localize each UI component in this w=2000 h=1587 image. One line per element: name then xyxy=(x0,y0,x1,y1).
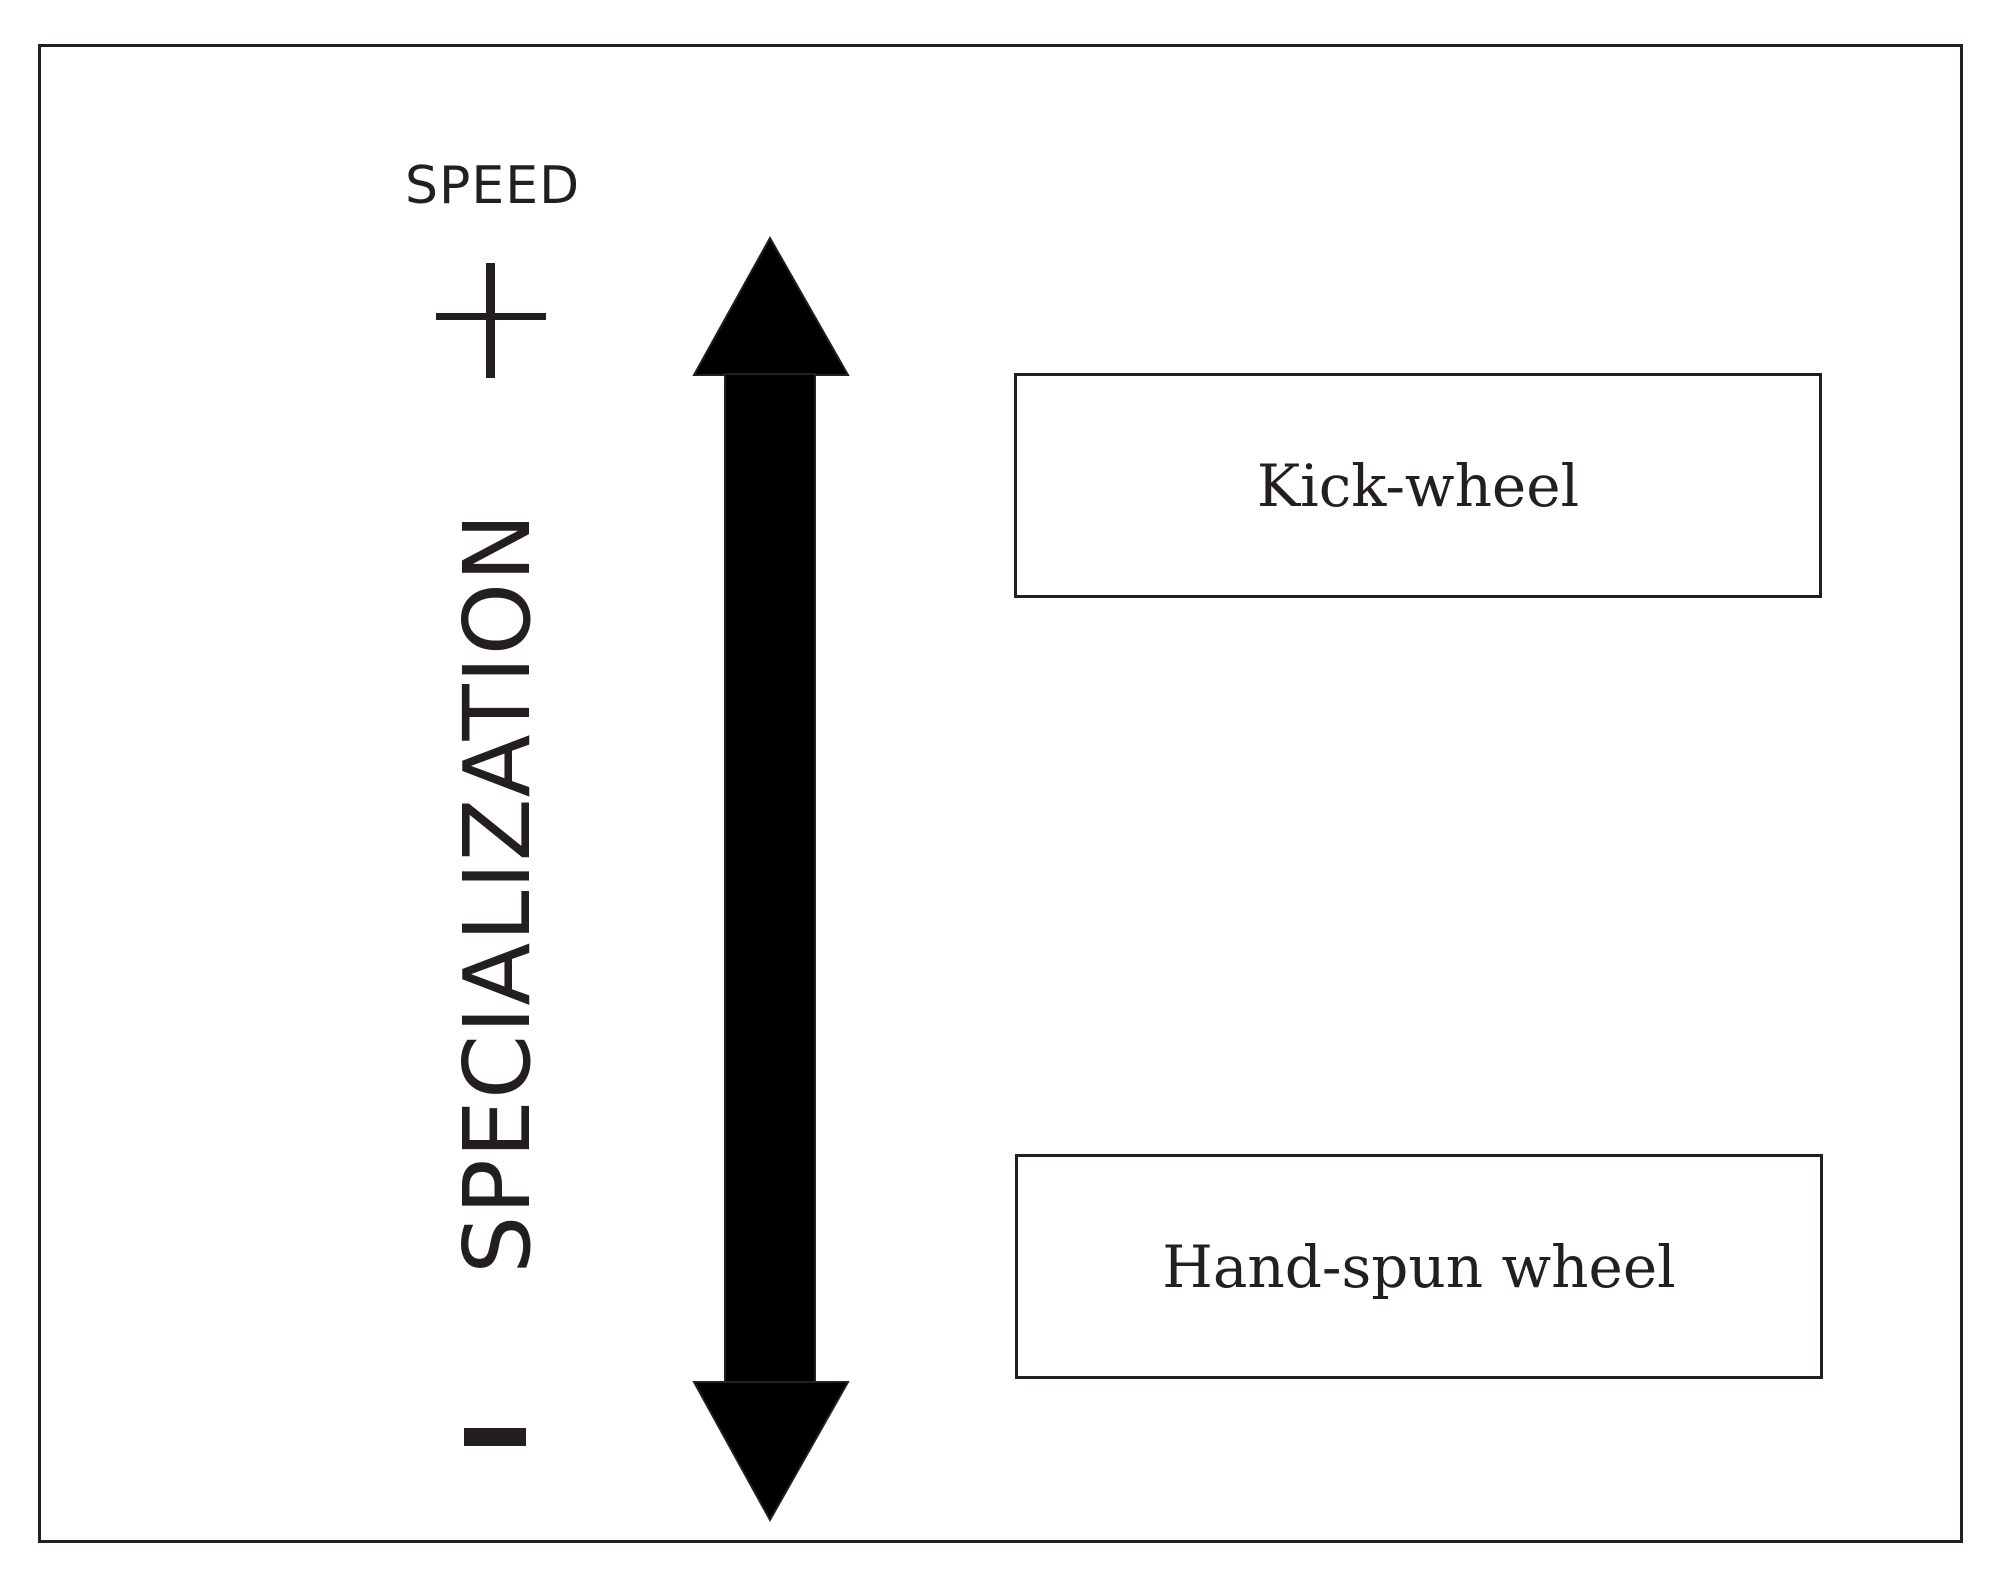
stage-box-kick-wheel: Kick-wheel xyxy=(1014,373,1822,598)
diagram-frame xyxy=(38,44,1963,1543)
stage-label: Hand-spun wheel xyxy=(1162,1232,1676,1301)
specialization-axis-title: SPECIALIZATION xyxy=(444,511,551,1275)
minus-marker-icon xyxy=(464,1428,526,1446)
stage-label: Kick-wheel xyxy=(1256,451,1580,520)
stage-box-hand-spun-wheel: Hand-spun wheel xyxy=(1015,1154,1823,1379)
double-arrow-icon xyxy=(692,235,850,1523)
plus-marker-icon xyxy=(436,263,546,378)
speed-label: SPEED xyxy=(405,156,581,216)
